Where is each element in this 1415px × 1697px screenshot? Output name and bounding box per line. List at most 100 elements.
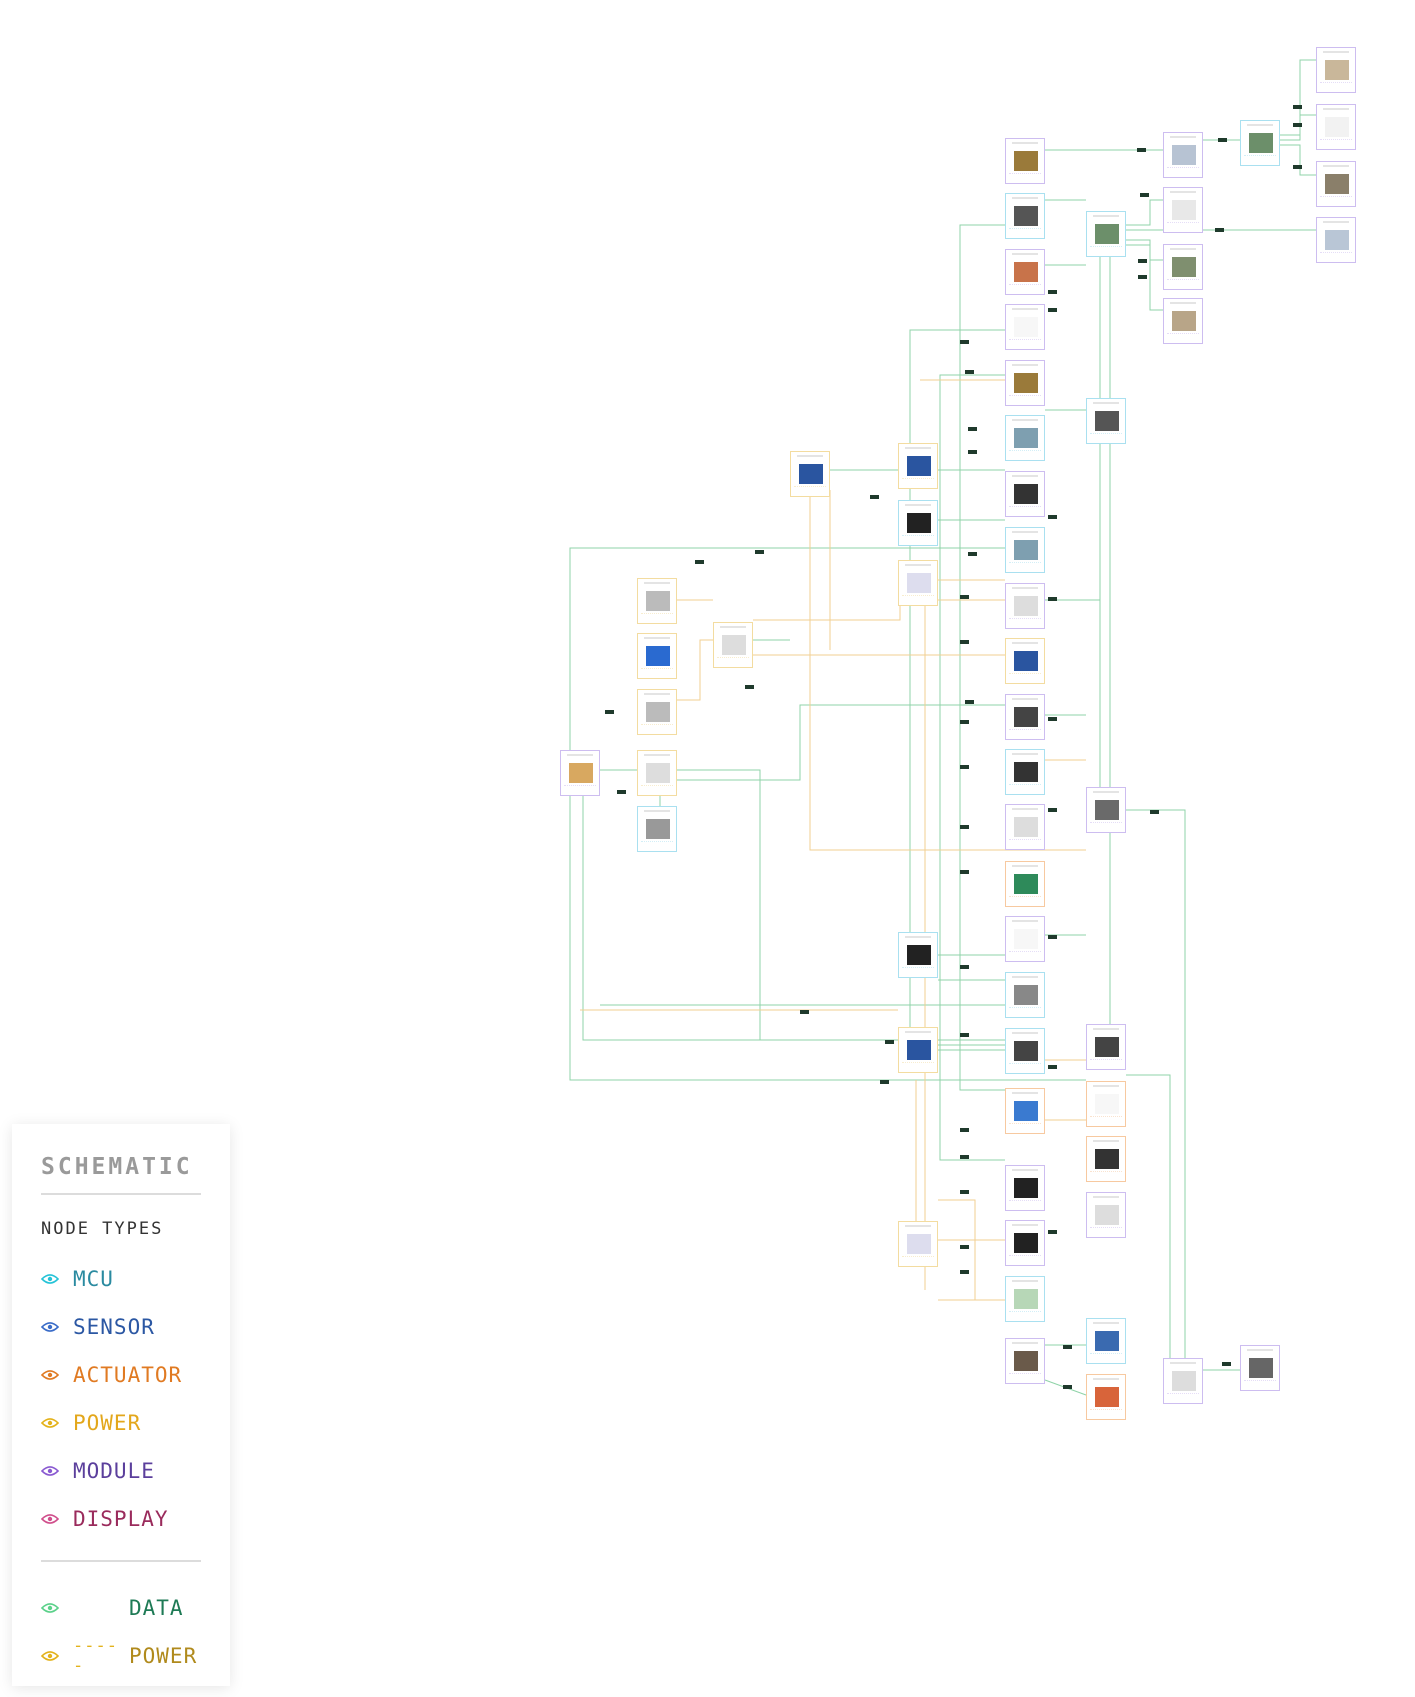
component-node[interactable] [898,560,938,606]
component-node[interactable] [1005,749,1045,795]
component-node[interactable] [1163,1358,1203,1404]
component-node[interactable] [1163,244,1203,290]
component-node[interactable] [1005,916,1045,962]
component-node[interactable] [1005,1165,1045,1211]
component-node[interactable] [1086,1136,1126,1182]
eye-icon[interactable] [41,1417,59,1429]
component-node[interactable] [1005,249,1045,295]
component-node[interactable] [898,443,938,489]
data-edge[interactable] [1126,199,1163,226]
data-edge[interactable] [939,374,1005,1161]
legend-item-power[interactable]: POWER [41,1408,141,1438]
data-edge[interactable] [569,796,1086,1081]
data-edge[interactable] [569,547,1005,750]
node-pin-list [1009,673,1041,680]
data-edge[interactable] [909,329,1005,1051]
component-node[interactable] [898,500,938,546]
component-node[interactable] [1005,583,1045,629]
legend-item-mcu[interactable]: MCU [41,1264,114,1294]
power-edge[interactable] [753,599,1005,621]
power-edge[interactable] [677,639,713,701]
component-node[interactable] [898,932,938,978]
component-node[interactable] [1005,1028,1045,1074]
component-node[interactable] [1086,1081,1126,1127]
connection-badge [1137,148,1146,152]
eye-icon[interactable] [41,1650,59,1662]
component-node[interactable] [1005,471,1045,517]
legend-item-sensor[interactable]: SENSOR [41,1312,155,1342]
data-edge[interactable] [1280,59,1316,136]
data-edge[interactable] [1126,239,1163,261]
data-edge[interactable] [677,704,1005,781]
data-edge[interactable] [582,796,1005,1041]
eye-icon[interactable] [41,1321,59,1333]
component-node[interactable] [898,1027,938,1073]
component-node[interactable] [1005,694,1045,740]
component-node[interactable] [637,806,677,852]
component-image [1014,1178,1038,1198]
eye-icon[interactable] [41,1273,59,1285]
component-node[interactable] [1005,1338,1045,1384]
component-node[interactable] [637,689,677,735]
legend-edge-power[interactable]: ----- POWER [41,1636,197,1676]
component-node[interactable] [637,750,677,796]
component-node[interactable] [1240,120,1280,166]
data-edge[interactable] [1126,1074,1171,1358]
component-node[interactable] [1163,132,1203,178]
data-edge[interactable] [1280,114,1316,141]
component-node[interactable] [1005,861,1045,907]
component-node[interactable] [1005,638,1045,684]
component-node[interactable] [1005,304,1045,350]
component-node[interactable] [1163,298,1203,344]
component-node[interactable] [1240,1345,1280,1391]
component-node[interactable] [1316,217,1356,263]
eye-icon[interactable] [41,1465,59,1477]
component-node[interactable] [1086,1374,1126,1420]
eye-icon[interactable] [41,1513,59,1525]
component-node[interactable] [1086,1318,1126,1364]
component-node[interactable] [1086,211,1126,257]
legend-edge-data[interactable]: DATA [41,1593,184,1623]
component-node[interactable] [1316,47,1356,93]
component-node[interactable] [1005,1220,1045,1266]
data-edge[interactable] [1126,809,1186,1358]
component-node[interactable] [790,451,830,497]
component-node[interactable] [560,750,600,796]
component-node[interactable] [1163,187,1203,233]
component-node[interactable] [1005,527,1045,573]
component-node[interactable] [713,622,753,668]
component-node[interactable] [1005,138,1045,184]
component-node[interactable] [1316,161,1356,207]
component-node[interactable] [637,633,677,679]
component-image [1014,707,1038,727]
data-edge[interactable] [677,769,761,1040]
data-edge[interactable] [959,224,1005,1091]
legend-item-module[interactable]: MODULE [41,1456,155,1486]
component-node[interactable] [1316,104,1356,150]
component-node[interactable] [1005,1088,1045,1134]
component-node[interactable] [898,1221,938,1267]
data-edge[interactable] [1126,244,1163,311]
legend-item-actuator[interactable]: ACTUATOR [41,1360,182,1390]
legend-item-display[interactable]: DISPLAY [41,1504,169,1534]
component-node[interactable] [1086,787,1126,833]
component-node[interactable] [1005,972,1045,1018]
component-node[interactable] [637,578,677,624]
component-node[interactable] [1005,804,1045,850]
component-node[interactable] [1005,360,1045,406]
component-node[interactable] [1005,193,1045,239]
component-node[interactable] [1005,415,1045,461]
component-node[interactable] [1005,1276,1045,1322]
data-edge[interactable] [1280,144,1316,176]
power-edge[interactable] [809,497,1086,851]
connection-badge [1063,1345,1072,1349]
power-edge[interactable] [938,1199,1005,1301]
node-pin-list [1009,1123,1041,1130]
component-node[interactable] [1086,1024,1126,1070]
component-node[interactable] [1086,398,1126,444]
eye-icon[interactable] [41,1369,59,1381]
component-image [646,591,670,611]
component-node[interactable] [1086,1192,1126,1238]
eye-icon[interactable] [41,1602,59,1614]
